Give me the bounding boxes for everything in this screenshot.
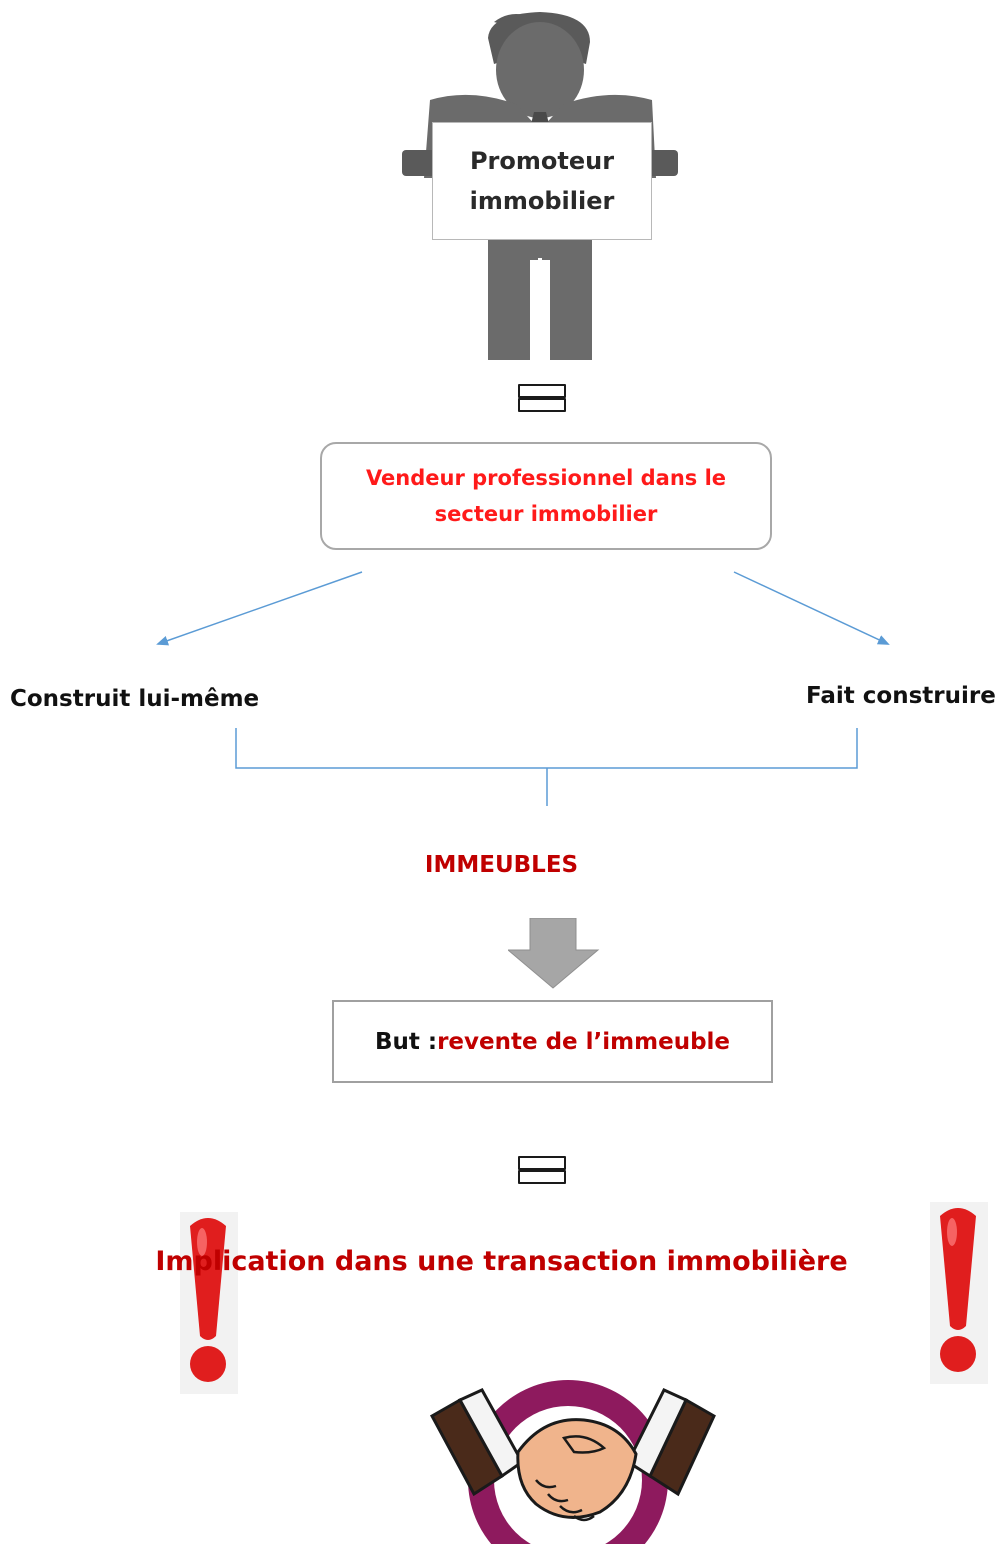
handshake-icon <box>429 1380 716 1544</box>
merge-bracket <box>235 728 858 806</box>
definition-line-1: Vendeur professionnel dans le <box>365 466 727 490</box>
branch-arrows <box>156 571 890 646</box>
goal-box: But : revente de l’immeuble <box>332 1000 773 1083</box>
promoter-figure-icon <box>402 12 678 360</box>
exclamation-icon <box>930 1202 988 1384</box>
definition-box: Vendeur professionnel dans le secteur im… <box>320 442 772 550</box>
branch-left-label: Construit lui-même <box>10 686 260 712</box>
result-label: IMMEUBLES <box>424 852 579 878</box>
sign-line-2: immobilier <box>469 187 615 215</box>
conclusion-text: Implication dans une transaction immobil… <box>155 1246 848 1277</box>
equivalence-icon <box>518 1156 566 1184</box>
equivalence-icon <box>518 384 566 412</box>
sign-line-1: Promoteur <box>469 147 615 175</box>
goal-prefix: But : <box>374 1028 438 1055</box>
right-branch-arrow <box>733 571 890 645</box>
promoter-sign: Promoteur immobilier <box>432 122 652 240</box>
goal-value: revente de l’immeuble <box>437 1028 731 1055</box>
exclamation-icon <box>180 1212 238 1394</box>
left-branch-arrow <box>156 571 363 646</box>
down-arrow-icon <box>508 918 600 989</box>
branch-right-label: Fait construire <box>806 683 996 709</box>
definition-line-2: secteur immobilier <box>434 502 658 526</box>
